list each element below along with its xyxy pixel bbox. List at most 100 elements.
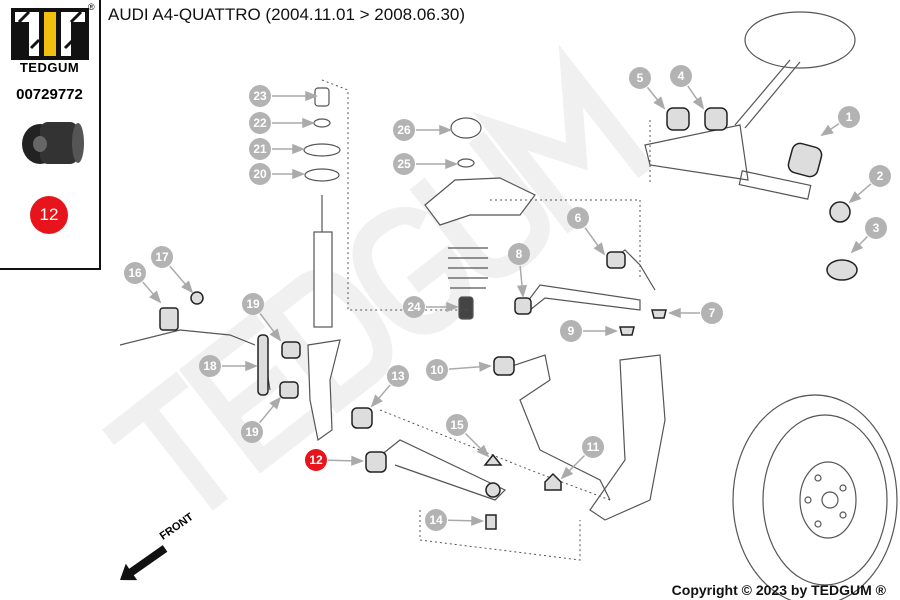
callout-3[interactable]: 3 xyxy=(865,217,887,239)
callout-number: 13 xyxy=(391,369,405,383)
callout-circle xyxy=(393,153,415,175)
callout-4[interactable]: 4 xyxy=(670,65,692,87)
callout-number: 2 xyxy=(877,169,884,183)
callout-19[interactable]: 19 xyxy=(242,293,264,315)
callout-22[interactable]: 22 xyxy=(249,112,271,134)
callout-circle xyxy=(242,293,264,315)
arrow-head-icon xyxy=(149,290,162,304)
callout-6[interactable]: 6 xyxy=(567,207,589,229)
callout-number: 16 xyxy=(128,266,142,280)
callout-18[interactable]: 18 xyxy=(199,355,221,377)
arrow-head-icon xyxy=(245,360,259,372)
callout-number: 10 xyxy=(430,363,444,377)
callout-circle xyxy=(426,359,448,381)
callout-number: 6 xyxy=(575,211,582,225)
callout-circle xyxy=(305,449,327,471)
callout-circle xyxy=(865,217,887,239)
arrow-head-icon xyxy=(593,242,606,256)
callout-arrow-line xyxy=(464,432,483,451)
callout-circle xyxy=(869,165,891,187)
callout-number: 24 xyxy=(407,300,421,314)
strut xyxy=(303,87,341,442)
callout-25[interactable]: 25 xyxy=(393,153,415,175)
callout-7[interactable]: 7 xyxy=(701,302,723,324)
arrow-head-icon xyxy=(269,328,282,342)
front-arrow: FRONT xyxy=(120,511,196,581)
callout-19[interactable]: 19 xyxy=(241,421,263,443)
callout-16[interactable]: 16 xyxy=(124,262,146,284)
callout-5[interactable]: 5 xyxy=(629,67,651,89)
callout-2[interactable]: 2 xyxy=(869,165,891,187)
brand-name: TEDGUM xyxy=(19,60,80,75)
arrow-head-icon xyxy=(820,124,834,137)
callout-21[interactable]: 21 xyxy=(249,138,271,160)
callout-10[interactable]: 10 xyxy=(426,359,448,381)
callout-circle xyxy=(249,138,271,160)
callout-number: 12 xyxy=(309,453,323,467)
callout-number: 8 xyxy=(516,247,523,261)
arrow-head-icon xyxy=(370,394,383,408)
callout-arrow-line xyxy=(376,384,391,401)
callout-26[interactable]: 26 xyxy=(393,119,415,141)
arrow-head-icon xyxy=(292,168,306,180)
part-number: 00729772 xyxy=(16,86,83,103)
callout-arrow-line xyxy=(327,459,355,462)
callout-number: 23 xyxy=(253,89,267,103)
callout-circle xyxy=(838,106,860,128)
callout-circle xyxy=(249,163,271,185)
callout-circle xyxy=(560,320,582,342)
callout-number: 25 xyxy=(397,157,411,171)
callout-circle xyxy=(249,112,271,134)
callout-12[interactable]: 12 xyxy=(305,449,327,471)
callout-number: 19 xyxy=(245,425,259,439)
callout-circle xyxy=(151,246,173,268)
callout-arrow-line xyxy=(567,454,586,473)
callout-20[interactable]: 20 xyxy=(249,163,271,185)
callout-arrow-line xyxy=(646,86,660,103)
guide-lines xyxy=(321,79,651,561)
arrow-head-icon xyxy=(445,158,459,170)
arrow-head-icon xyxy=(605,325,619,337)
callout-14[interactable]: 14 xyxy=(425,509,447,531)
wheel xyxy=(732,394,898,600)
callout-number: 15 xyxy=(450,418,464,432)
callout-arrow-line xyxy=(142,281,156,297)
arrow-head-icon xyxy=(446,301,460,313)
callout-9[interactable]: 9 xyxy=(560,320,582,342)
callout-circle xyxy=(701,302,723,324)
arrow-head-icon xyxy=(850,240,864,254)
callout-13[interactable]: 13 xyxy=(387,365,409,387)
callout-23[interactable]: 23 xyxy=(249,85,271,107)
callout-arrow-line xyxy=(169,265,188,287)
callout-arrow-line xyxy=(448,365,483,370)
callout-arrow-line xyxy=(519,265,523,289)
callout-11[interactable]: 11 xyxy=(582,436,604,458)
front-label: FRONT xyxy=(158,511,196,543)
callout-circle xyxy=(124,262,146,284)
callout-number: 14 xyxy=(429,513,443,527)
callout-1[interactable]: 1 xyxy=(838,106,860,128)
callout-24[interactable]: 24 xyxy=(403,296,425,318)
callout-circle xyxy=(387,365,409,387)
copyright: Copyright © 2023 by TEDGUM ® xyxy=(671,582,886,598)
callout-17[interactable]: 17 xyxy=(151,246,173,268)
arrow-head-icon xyxy=(653,96,666,110)
callout-arrow-line xyxy=(259,313,276,335)
arrow-head-icon xyxy=(305,90,319,102)
arrow-head-icon xyxy=(439,124,453,136)
callout-number: 1 xyxy=(846,110,853,124)
spring-and-mount xyxy=(424,117,536,320)
callout-number: 9 xyxy=(568,324,575,338)
callout-number: 5 xyxy=(637,71,644,85)
callout-8[interactable]: 8 xyxy=(508,243,530,265)
callout-number: 22 xyxy=(253,116,267,130)
callout-15[interactable]: 15 xyxy=(446,414,468,436)
arrow-head-icon xyxy=(302,117,316,129)
arrow-head-icon xyxy=(667,307,681,319)
arrow-head-icon xyxy=(478,361,493,372)
callout-circle xyxy=(241,421,263,443)
arrow-head-icon xyxy=(292,143,306,155)
callout-circle xyxy=(403,296,425,318)
